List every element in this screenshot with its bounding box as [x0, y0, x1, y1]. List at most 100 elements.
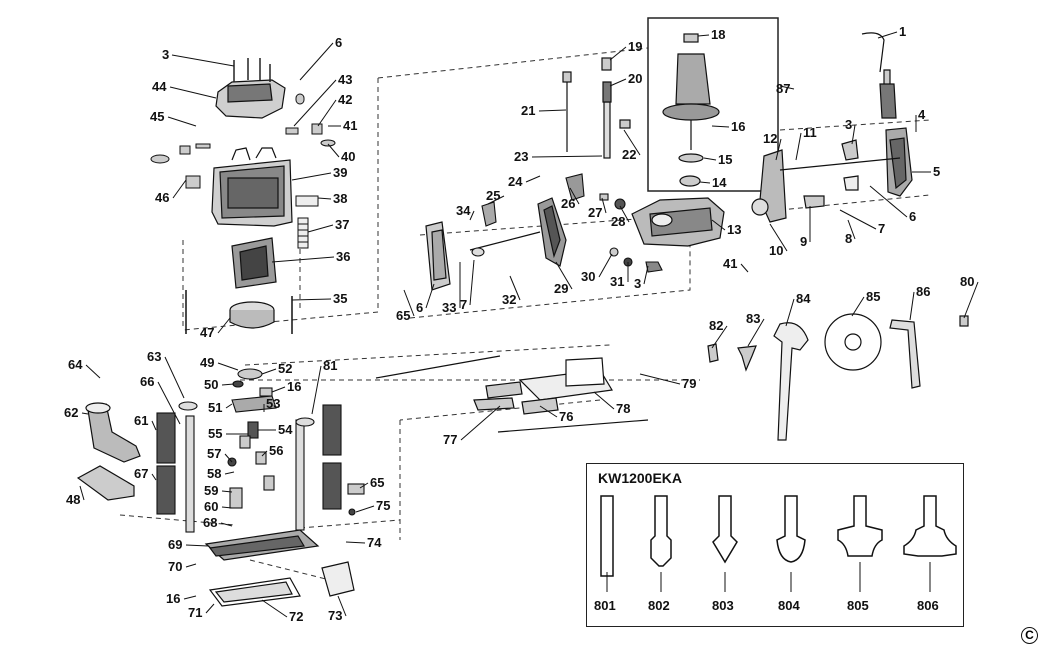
- callout-13: 13: [727, 222, 742, 237]
- leader-line-8: [847, 219, 856, 240]
- callout-28: 28: [611, 214, 626, 229]
- leader-line-44: [169, 86, 217, 99]
- callout-77: 77: [443, 432, 458, 447]
- callout-80: 80: [960, 274, 975, 289]
- leader-line-75: [355, 505, 375, 513]
- motor-cap-44: [215, 58, 286, 119]
- callout-65: 65: [370, 475, 385, 490]
- leader-line-69: [185, 544, 209, 547]
- leader-line-78: [593, 391, 615, 410]
- callout-8: 8: [845, 231, 853, 246]
- callout-46: 46: [155, 190, 170, 205]
- callout-42: 42: [338, 92, 353, 107]
- router-bit-803: [712, 495, 738, 564]
- callout-16: 16: [166, 591, 181, 606]
- callout-9: 9: [800, 234, 808, 249]
- callout-6: 6: [335, 35, 343, 50]
- leader-line-24: [525, 175, 541, 183]
- callout-41: 41: [343, 118, 358, 133]
- leader-line-1: [877, 31, 898, 39]
- callout-86: 86: [916, 284, 931, 299]
- leader-line-46: [172, 179, 187, 199]
- callout-25: 25: [486, 188, 501, 203]
- leader-line-11: [795, 132, 802, 161]
- callout-11: 11: [803, 125, 817, 140]
- callout-27: 27: [588, 205, 603, 220]
- callout-65: 65: [396, 308, 411, 323]
- leader-line-21: [538, 109, 567, 112]
- leader-line-10: [769, 223, 788, 252]
- callout-24: 24: [508, 174, 523, 189]
- callout-37: 37: [335, 217, 350, 232]
- callout-34: 34: [456, 203, 471, 218]
- leader-line-63: [164, 356, 185, 399]
- leader-line-62: [81, 412, 89, 415]
- leader-line-19: [609, 46, 627, 61]
- leader-line-26: [569, 187, 580, 205]
- leader-line-23: [531, 155, 603, 158]
- leader-line-57: [224, 453, 233, 463]
- dust-hood-66-67: [76, 402, 141, 501]
- leader-line-13: [711, 219, 726, 231]
- callout-31: 31: [610, 274, 625, 289]
- leader-line-84: [785, 298, 795, 327]
- callout-58: 58: [207, 466, 222, 481]
- callout-29: 29: [554, 281, 569, 296]
- callout-19: 19: [628, 39, 643, 54]
- callout-48: 48: [66, 492, 81, 507]
- callout-73: 73: [328, 608, 343, 623]
- depth-stop-parts: [227, 368, 365, 516]
- leader-line-38: [317, 197, 332, 200]
- leader-line-51: [225, 403, 233, 409]
- leader-line-35: [291, 298, 332, 301]
- grip-34: [425, 221, 451, 291]
- guide-rods-76-80: [375, 355, 649, 433]
- leader-line-79: [639, 373, 681, 385]
- leader-line-32: [509, 275, 521, 301]
- leader-line-61: [151, 420, 157, 431]
- leader-line-56: [261, 450, 268, 457]
- handle-assembly-right: [751, 32, 913, 223]
- accessory-parts: [707, 313, 969, 441]
- leader-line-47: [217, 317, 231, 334]
- leader-line-22: [623, 129, 641, 156]
- callout-61: 61: [134, 413, 149, 428]
- callout-16: 16: [287, 379, 302, 394]
- leader-line-27: [601, 197, 607, 214]
- callout-51: 51: [208, 400, 223, 415]
- callout-78: 78: [616, 401, 631, 416]
- bit-label-801: 801: [594, 598, 616, 613]
- callout-84: 84: [796, 291, 811, 306]
- leader-line-87: [779, 85, 795, 90]
- leader-line-14: [699, 181, 711, 184]
- callout-18: 18: [711, 27, 726, 42]
- bit-label-805: 805: [847, 598, 869, 613]
- leader-line-16: [711, 125, 730, 128]
- leader-line-58: [224, 471, 235, 475]
- callout-32: 32: [502, 292, 517, 307]
- callout-66: 66: [140, 374, 155, 389]
- leader-line-12: [775, 138, 782, 161]
- leader-line-50: [221, 383, 235, 386]
- leader-line-49: [217, 362, 239, 371]
- callout-38: 38: [333, 191, 348, 206]
- callout-45: 45: [150, 109, 165, 124]
- callout-7: 7: [460, 297, 468, 312]
- callout-7: 7: [878, 221, 886, 236]
- callout-10: 10: [769, 243, 784, 258]
- leader-line-67: [151, 473, 157, 481]
- leader-line-29: [555, 261, 573, 290]
- leader-line-39: [291, 172, 332, 181]
- leader-line-3: [851, 124, 856, 145]
- router-bit-806: [903, 495, 957, 557]
- callout-87: 87: [776, 81, 791, 96]
- leader-line-68: [220, 522, 233, 527]
- rods-35: [185, 290, 293, 334]
- callout-64: 64: [68, 357, 83, 372]
- posts-63: [178, 401, 315, 533]
- callout-16: 16: [731, 119, 746, 134]
- callout-5: 5: [933, 164, 941, 179]
- copyright-icon: C: [1021, 627, 1038, 644]
- leader-line-52: [261, 368, 277, 375]
